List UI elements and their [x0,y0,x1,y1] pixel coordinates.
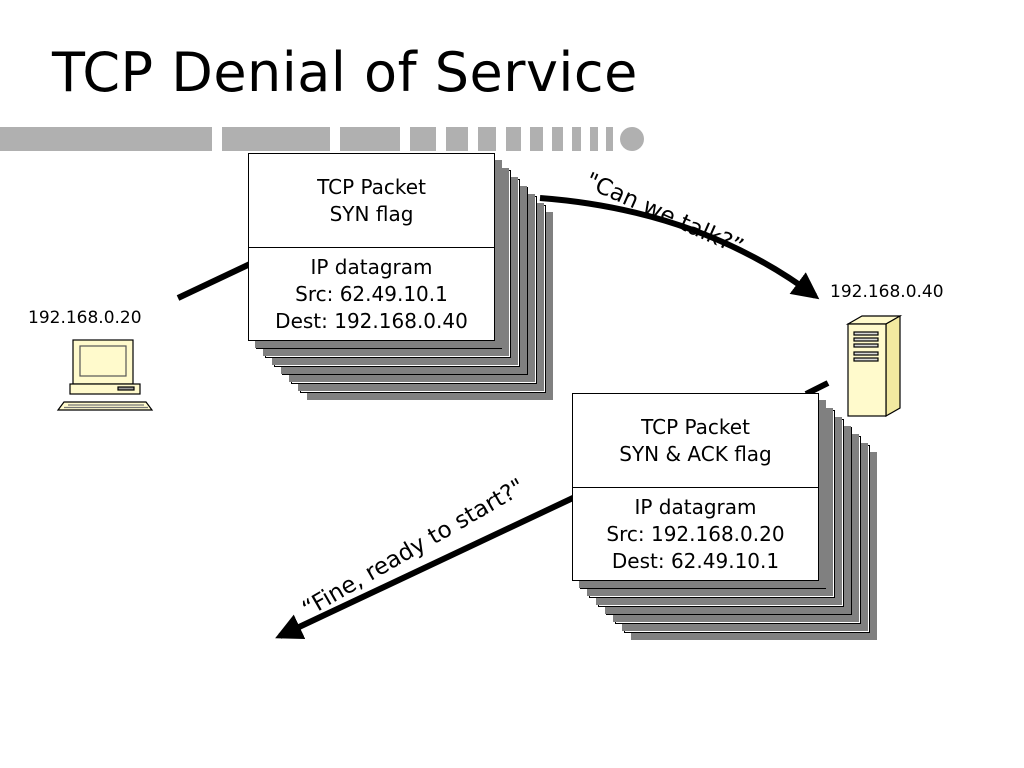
server-link-line [804,380,830,397]
tcp-header-section: TCP Packet SYN flag [249,154,494,248]
destination-address: Dest: 62.49.10.1 [611,548,780,573]
syn-arrow [539,195,820,300]
destination-address: Dest: 192.168.0.40 [275,308,468,333]
slide-title: TCP Denial of Service [52,41,638,104]
ip-datagram-label: IP datagram [310,254,433,279]
client-link-line [176,261,252,301]
tcp-packet-label: TCP Packet [317,174,426,199]
synack-packet-front: TCP Packet SYN & ACK flag IP datagram Sr… [572,393,819,581]
ip-datagram-section: IP datagram Src: 192.168.0.20 Dest: 62.4… [573,488,818,580]
tcp-packet-label: TCP Packet [641,414,750,439]
title-divider-bar [0,127,644,151]
syn-packet-front: TCP Packet SYN flag IP datagram Src: 62.… [248,153,495,341]
ip-datagram-label: IP datagram [634,494,757,519]
server-ip-label: 192.168.0.40 [830,282,944,302]
tcp-flag-label: SYN flag [329,201,414,226]
desktop-computer-icon [56,339,154,411]
synack-arrow [275,494,577,640]
tcp-header-section: TCP Packet SYN & ACK flag [573,394,818,488]
client-ip-label: 192.168.0.20 [28,308,142,328]
ip-datagram-section: IP datagram Src: 62.49.10.1 Dest: 192.16… [249,248,494,340]
source-address: Src: 192.168.0.20 [606,521,785,546]
tower-server-icon [845,314,903,418]
tcp-flag-label: SYN & ACK flag [619,441,772,466]
source-address: Src: 62.49.10.1 [295,281,448,306]
